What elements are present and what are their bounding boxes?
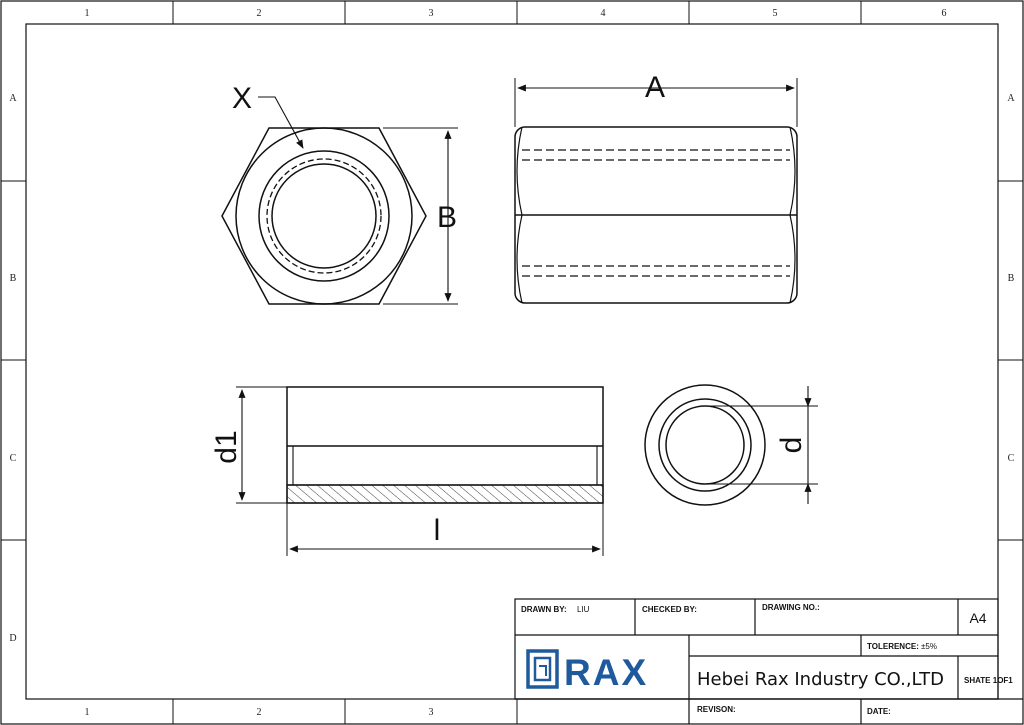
zone-col-2-top: 2 [257,8,262,19]
zone-col-6-top: 6 [942,8,947,19]
zone-col-3-top: 3 [429,8,434,19]
rax-logo-text: RAX [564,652,648,693]
zone-row-b-left: B [10,273,17,284]
zone-col-5-top: 5 [773,8,778,19]
zone-col-2-bottom: 2 [257,707,262,718]
drawing-no-label: DRAWING NO.: [762,603,820,612]
dimension-x-label: X [232,82,252,115]
drawn-by-label: DRAWN BY: [521,605,567,614]
dimension-d-label: d [775,437,808,454]
dimension-l-label: l [434,514,441,547]
zone-col-1-top: 1 [85,8,90,19]
rax-logo-mark [526,649,559,689]
round-end-view [644,384,818,506]
company-name: Hebei Rax Industry CO.,LTD [697,669,944,690]
sheet-label: SHATE 1OF1 [964,676,1013,685]
dimension-d1-label: d1 [210,430,243,463]
title-block [514,598,1023,724]
zone-row-d-left: D [9,633,16,644]
zone-col-4-top: 4 [601,8,606,19]
zone-row-b-right: B [1008,273,1015,284]
revision-label: REVISON: [697,705,736,714]
zone-row-a-right: A [1007,93,1015,104]
zone-col-3-bottom: 3 [429,707,434,718]
hex-side-view [514,78,798,304]
checked-by-label: CHECKED BY: [642,605,697,614]
zone-labels: 1 2 3 4 5 6 1 2 3 A B C D A B C [9,8,1015,718]
dimension-a-label: A [645,71,665,104]
section-view [236,386,604,556]
tolerance-value: ±5% [921,642,937,651]
sheet-size: A4 [969,610,986,626]
zone-col-1-bottom: 1 [85,707,90,718]
zone-row-a-left: A [9,93,17,104]
drawn-by-value: LIU [577,605,590,614]
zone-row-c-right: C [1008,453,1015,464]
date-label: DATE: [867,707,891,716]
zone-row-c-left: C [10,453,17,464]
hex-end-view [221,96,458,305]
dimension-b-label: B [437,201,457,234]
tolerance-label: TOLERENCE: [867,642,919,651]
